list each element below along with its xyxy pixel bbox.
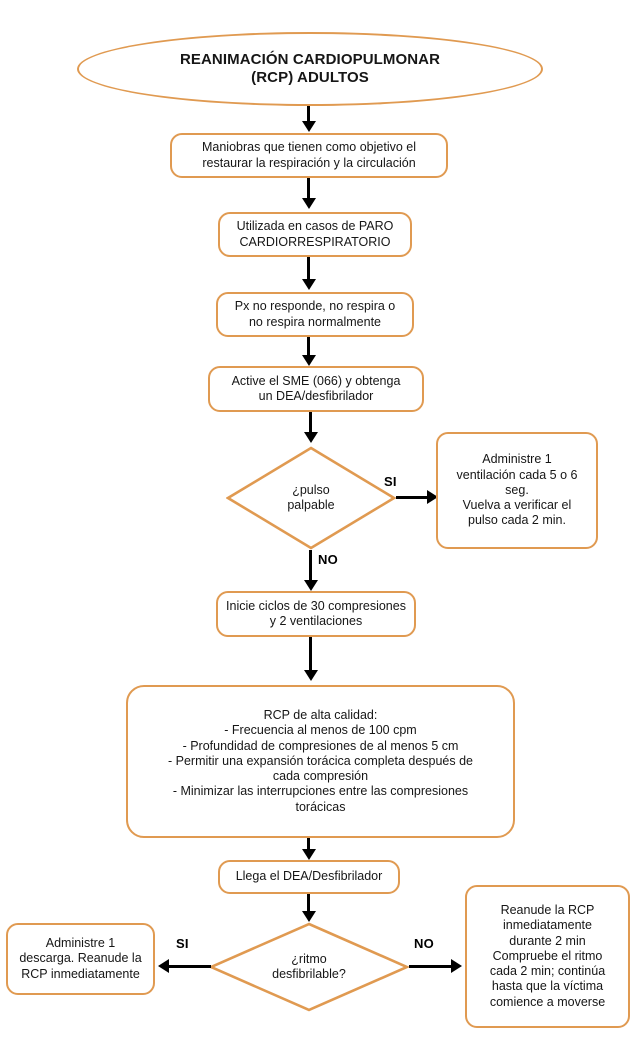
node-utilizada: Utilizada en casos de PARO CARDIORRESPIR… [218,212,412,257]
arrowhead-utilizada-to-px [302,279,316,290]
node-inicie-ciclos-label: Inicie ciclos de 30 compresiones y 2 ven… [226,598,406,628]
node-ritmo-desfibrilable: ¿ritmo desfibrilable? [209,922,409,1012]
connector-utilizada-to-px [307,257,310,279]
node-rcp-alta-calidad: RCP de alta calidad: - Frecuencia al men… [126,685,515,838]
arrowhead-px-to-active-sme [302,355,316,366]
node-llega-dea: Llega el DEA/Desfibrilador [218,860,400,894]
node-pulso-palpable-label: ¿pulso palpable [287,482,335,512]
node-reanude-label: Reanude la RCP inmediatamente durante 2 … [489,903,606,1009]
node-maniobras: Maniobras que tienen como objetivo el re… [170,133,448,178]
node-ritmo-desfibrilable-label: ¿ritmo desfibrilable? [272,951,346,981]
node-px-no-responde: Px no responde, no respira o no respira … [216,292,414,337]
node-maniobras-label: Maniobras que tienen como objetivo el re… [201,140,417,170]
node-start-title: REANIMACIÓN CARDIOPULMONAR (RCP) ADULTOS [77,32,543,106]
edge-label-ritmo-no: NO [414,936,434,951]
node-reanude: Reanude la RCP inmediatamente durante 2 … [465,885,630,1028]
diamond-shape-pulso [226,446,396,550]
edge-label-pulso-si: SI [384,474,397,489]
node-inicie-ciclos: Inicie ciclos de 30 compresiones y 2 ven… [216,591,416,637]
node-utilizada-label: Utilizada en casos de PARO CARDIORRESPIR… [236,219,394,249]
arrowhead-start-to-maniobras [302,121,316,132]
connector-inicie-to-rcp [309,637,312,670]
connector-pulso-si [396,496,429,499]
node-active-sme-label: Active el SME (066) y obtenga un DEA/des… [231,373,401,403]
node-px-no-responde-label: Px no responde, no respira o no respira … [234,299,396,329]
arrowhead-maniobras-to-utilizada [302,198,316,209]
arrowhead-pulso-no [304,580,318,591]
node-active-sme: Active el SME (066) y obtenga un DEA/des… [208,366,424,412]
edge-label-ritmo-si: SI [176,936,189,951]
connector-rcp-to-llega-dea [307,838,310,850]
connector-ritmo-no [409,965,453,968]
arrowhead-llega-dea-to-ritmo [302,911,316,922]
arrowhead-ritmo-si [158,959,169,973]
diamond-shape-ritmo [209,922,409,1012]
connector-px-to-active-sme [307,337,310,355]
node-ventilacion-label: Administre 1 ventilación cada 5 o 6 seg.… [456,452,578,528]
arrowhead-rcp-to-llega-dea [302,849,316,860]
arrowhead-ritmo-no [451,959,462,973]
node-descarga: Administre 1 descarga. Reanude la RCP in… [6,923,155,995]
node-pulso-palpable: ¿pulso palpable [226,446,396,550]
connector-start-to-maniobras [307,106,310,124]
node-rcp-alta-calidad-label: RCP de alta calidad: - Frecuencia al men… [167,708,474,814]
connector-ritmo-si [169,965,211,968]
arrowhead-pulso-si [427,490,438,504]
edge-label-pulso-no: NO [318,552,338,567]
node-llega-dea-label: Llega el DEA/Desfibrilador [235,869,383,884]
connector-llega-dea-to-ritmo [307,894,310,912]
connector-pulso-no [309,550,312,582]
arrowhead-inicie-to-rcp [304,670,318,681]
node-start-label: REANIMACIÓN CARDIOPULMONAR (RCP) ADULTOS [179,50,441,86]
node-ventilacion: Administre 1 ventilación cada 5 o 6 seg.… [436,432,598,549]
node-descarga-label: Administre 1 descarga. Reanude la RCP in… [19,936,142,981]
connector-maniobras-to-utilizada [307,178,310,198]
connector-active-sme-to-pulso [309,412,312,432]
arrowhead-active-sme-to-pulso [304,432,318,443]
